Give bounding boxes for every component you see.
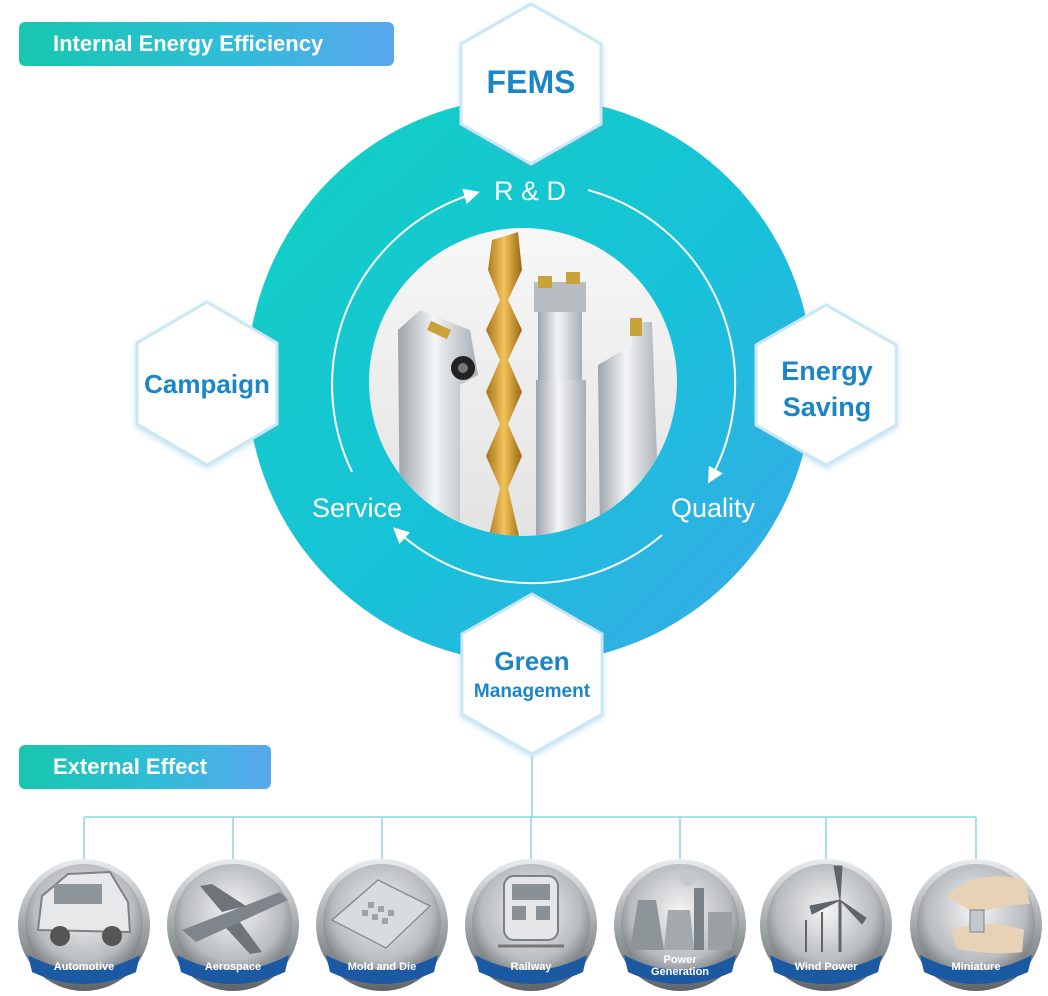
arrow-quality-to-service [393, 527, 663, 585]
badge-label-aerospace: Aerospace [205, 961, 261, 973]
hex-label-energy: Energy [781, 356, 873, 386]
badge-label-wind-power: Wind Power [795, 961, 859, 973]
hex-label-management: Management [474, 681, 591, 702]
badge-label-automotive: Automotive [54, 961, 115, 973]
connector-tree [83, 756, 977, 860]
wind-turbine-icon [805, 865, 867, 952]
miniature-part-icon [946, 876, 1030, 954]
airplane-icon [182, 884, 288, 954]
industry-badge-automotive: Automotive [18, 859, 150, 991]
industry-badge-railway: Railway [465, 859, 597, 991]
hexagon-energy-saving [754, 303, 898, 467]
hex-label-saving: Saving [783, 392, 872, 422]
arrow-rd-to-quality [587, 189, 737, 484]
industry-badge-aerospace: Aerospace [167, 859, 299, 991]
badge-label-power: Power [663, 954, 697, 966]
hexagon-campaign [135, 300, 279, 467]
external-effect-header: External Effect [19, 745, 271, 789]
badge-label-mold-and-die: Mold and Die [348, 961, 416, 973]
arrow-service-to-rd [331, 188, 480, 473]
cycle-label-quality: Quality [671, 493, 756, 523]
badge-label-miniature: Miniature [952, 961, 1001, 973]
industry-badge-mold-and-die: Mold and Die [316, 859, 448, 991]
hexagon-green-management [460, 592, 604, 756]
car-icon [36, 870, 132, 946]
cycle-label-service: Service [312, 493, 402, 523]
mold-icon [330, 879, 432, 949]
cycle-arrows [331, 188, 737, 585]
hexagon-fems [459, 2, 603, 166]
hex-label-green: Green [494, 646, 569, 676]
industry-badge-wind-power: Wind Power [760, 859, 892, 991]
cycle-label-rd: R & D [494, 176, 566, 206]
internal-energy-efficiency-header: Internal Energy Efficiency [19, 22, 394, 66]
hex-label-fems: FEMS [487, 64, 576, 100]
badge-label-railway: Railway [511, 961, 553, 973]
industry-badge-power-generation: Power Generation [614, 859, 746, 991]
power-plant-icon [630, 870, 732, 950]
hex-label-campaign: Campaign [144, 369, 270, 399]
train-icon [498, 875, 564, 948]
badge-label-generation: Generation [651, 966, 709, 978]
cutting-tools-image [369, 228, 677, 536]
industry-badge-miniature: Miniature [910, 859, 1042, 991]
